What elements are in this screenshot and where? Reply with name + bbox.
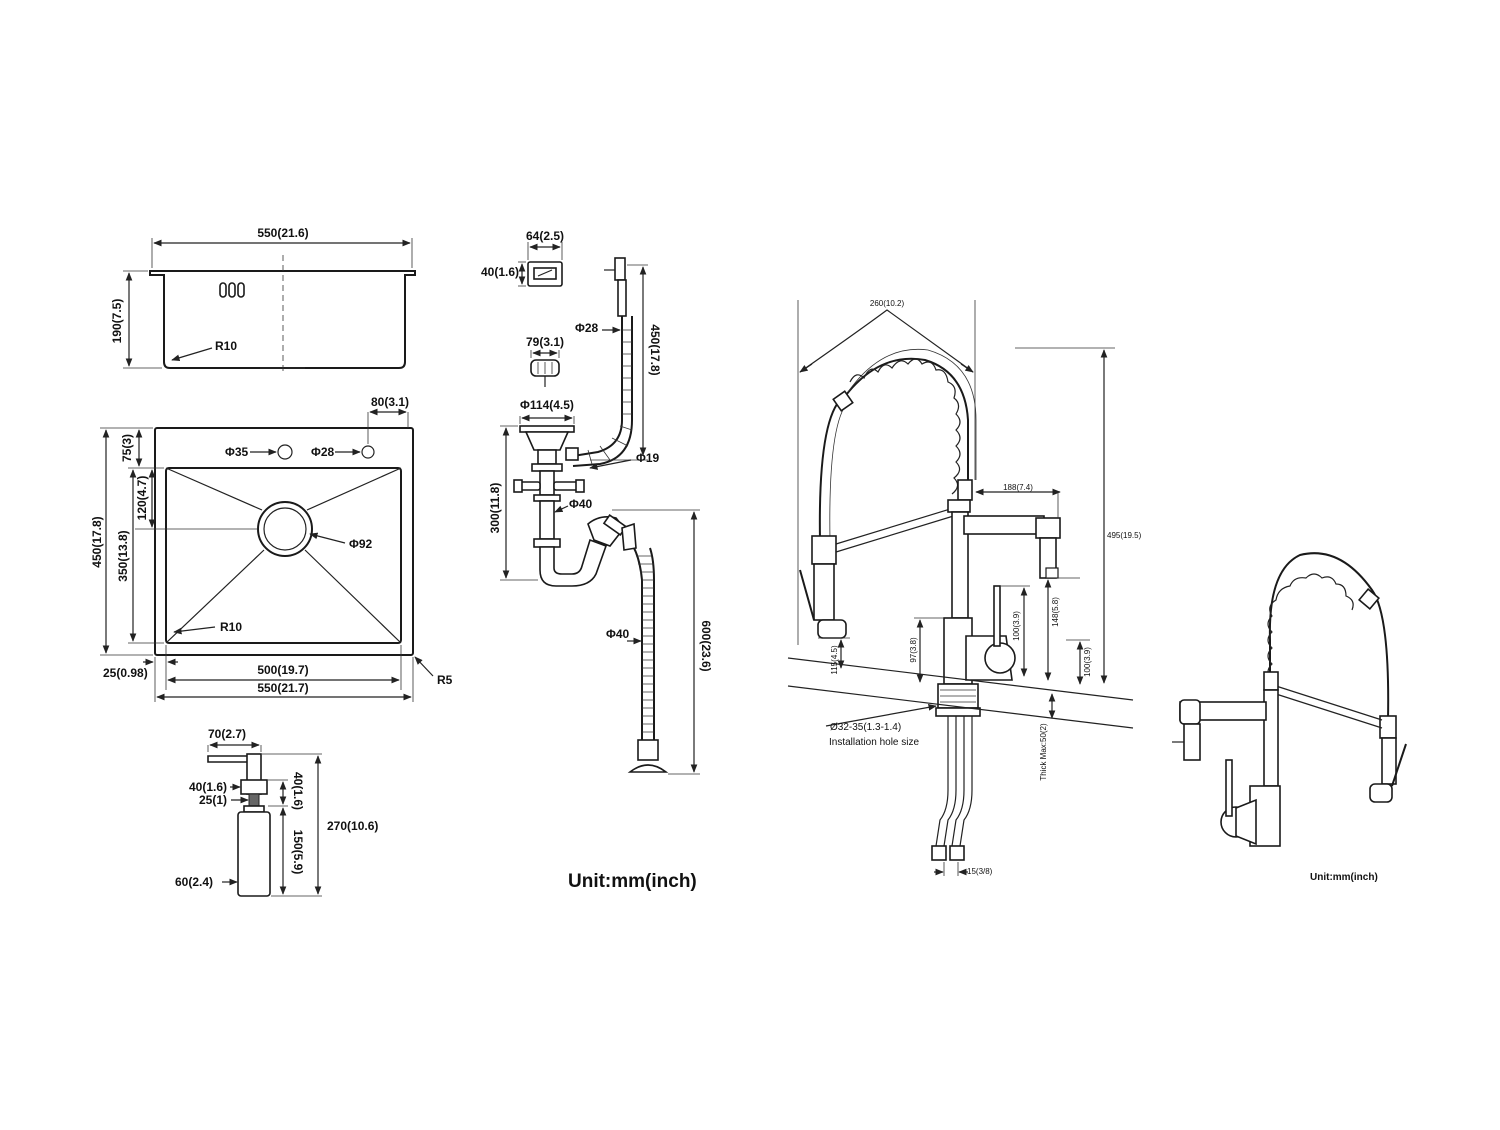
sink-depth-label: 190(7.5) xyxy=(110,299,124,344)
faucet-dimension-drawing xyxy=(787,300,1134,876)
outer-length-label: 450(17.8) xyxy=(90,516,104,567)
side-inlet-label: Φ19 xyxy=(636,451,660,465)
spout-reach-faucet-label: 188(7.4) xyxy=(1003,483,1033,492)
body-height-label: 97(3.8) xyxy=(909,637,918,663)
pump-width-label: 40(1.6) xyxy=(189,780,227,794)
corner-radius-label: R5 xyxy=(437,673,453,687)
overflow-height-label: 40(1.6) xyxy=(481,265,519,279)
hose-connector-label: 15(3/8) xyxy=(967,867,993,876)
hose-length-label: 450(17.8) xyxy=(648,324,662,375)
deck-thickness-label: Thick Max:50(2) xyxy=(1039,723,1048,781)
flange-label: 25(0.98) xyxy=(103,666,148,680)
inner-length-label: 350(13.8) xyxy=(116,530,130,581)
pipe-diameter-label: Φ40 xyxy=(569,497,593,511)
sink-top-view xyxy=(100,408,434,702)
total-drain-length-label: 600(23.6) xyxy=(699,620,713,671)
outer-width-label: 550(21.7) xyxy=(257,681,308,695)
installation-hole-caption: Installation hole size xyxy=(829,737,919,748)
spring-width-label: 260(10.2) xyxy=(870,299,905,308)
drain-hose-label: Φ40 xyxy=(606,627,630,641)
overflow-hose-label: Φ28 xyxy=(575,321,599,335)
sink-top-width-label: 550(21.6) xyxy=(257,226,308,240)
sink-side-radius-label: R10 xyxy=(215,339,237,353)
faucet-perspective-drawing xyxy=(1172,552,1407,847)
bowl-radius-label: R10 xyxy=(220,620,242,634)
soap-dispenser-drawing xyxy=(207,741,322,897)
spout-height-label: 148(5.8) xyxy=(1051,597,1060,627)
hole-offset-label: 80(3.1) xyxy=(371,395,409,409)
tap-hole-label: Φ35 xyxy=(225,445,249,459)
hole-size-label: Ø32-35(1.3-1.4) xyxy=(830,722,901,733)
total-height-label: 270(10.6) xyxy=(327,819,378,833)
spout-reach-label: 70(2.7) xyxy=(208,727,246,741)
inner-width-label: 500(19.7) xyxy=(257,663,308,677)
overflow-width-label: 64(2.5) xyxy=(526,229,564,243)
bottle-width-label: 60(2.4) xyxy=(175,875,213,889)
soap-hole-label: Φ28 xyxy=(311,445,335,459)
pump-height-label: 40(1.6) xyxy=(291,772,305,810)
edge-to-hole-label: 75(3) xyxy=(120,434,134,462)
strainer-label: Φ114(4.5) xyxy=(520,398,574,412)
spout-clearance-label: 100(3.9) xyxy=(1083,647,1092,677)
hole-to-drain-label: 120(4.7) xyxy=(135,476,149,521)
trap-height-label: 300(11.8) xyxy=(488,483,502,534)
faucet-total-height-label: 495(19.5) xyxy=(1107,531,1142,540)
basket-label: 79(3.1) xyxy=(526,335,564,349)
unit-note-left: Unit:mm(inch) xyxy=(568,871,697,892)
sink-side-view xyxy=(123,238,416,372)
bottle-height-label: 150(5.9) xyxy=(291,830,305,875)
neck-label: 25(1) xyxy=(199,793,227,807)
handle-height-label: 100(3.9) xyxy=(1012,611,1021,641)
sprayer-clearance-label: 115(4.5) xyxy=(830,645,839,675)
drain-kit-drawing xyxy=(500,242,700,775)
unit-note-right: Unit:mm(inch) xyxy=(1310,872,1378,883)
drain-diameter-label: Φ92 xyxy=(349,537,373,551)
